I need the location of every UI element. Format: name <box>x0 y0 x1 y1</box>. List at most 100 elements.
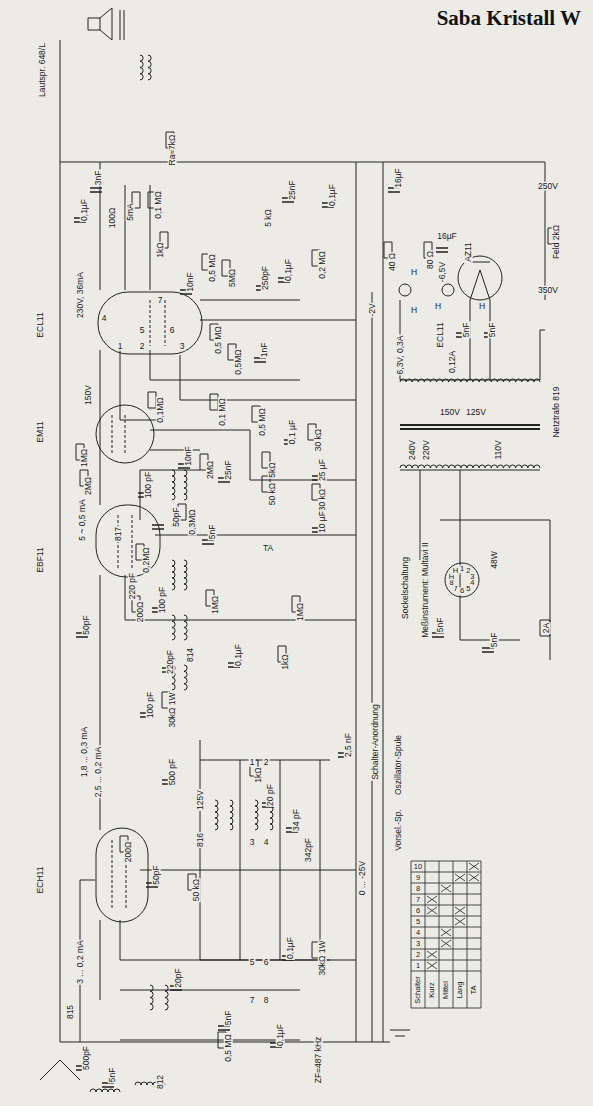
capacitor-symbol <box>218 1026 230 1030</box>
part-label: 2,5 ... 0,2 mA <box>94 746 103 799</box>
coil-symbol <box>150 985 153 1010</box>
part-label: 2 <box>263 758 270 767</box>
coil-symbol <box>172 615 175 640</box>
coil-symbol <box>165 985 168 1010</box>
part-label: 5nF <box>224 1010 233 1027</box>
part-label: 5 <box>415 918 421 926</box>
part-label: 220pF <box>166 649 175 675</box>
part-label: 5kΩ <box>268 461 277 478</box>
part-label: -2V <box>368 302 377 317</box>
part-label: 1 <box>415 962 421 970</box>
part-label: 5nF <box>462 322 471 339</box>
part-label: EBF11 <box>36 546 45 573</box>
part-label: 250pF <box>261 265 270 291</box>
part-label: 100 pF <box>158 586 167 614</box>
coil-symbol <box>90 1089 120 1092</box>
part-label: 5nF <box>208 524 217 541</box>
part-label: 0,2 MΩ <box>318 250 327 280</box>
part-label: 1MΩ <box>80 448 89 468</box>
part-label: 4 <box>101 314 108 323</box>
coil-symbol <box>172 470 175 500</box>
part-label: 0,5 MΩ <box>214 325 223 355</box>
part-label: 4 <box>263 838 270 847</box>
part-label: 0,1µF <box>276 1023 285 1047</box>
part-label: 817 <box>114 526 123 542</box>
capacitor-symbol <box>254 358 266 362</box>
components <box>74 55 556 1092</box>
part-label: 8 <box>263 996 270 1005</box>
part-label: H <box>434 302 442 311</box>
part-label: 110V <box>494 439 503 460</box>
capacitor-symbol <box>102 1083 114 1087</box>
part-label: 150V <box>439 408 461 417</box>
part-label: 30kΩ 1W <box>318 939 327 976</box>
capacitor-symbol <box>436 248 448 252</box>
part-label: 1 <box>249 758 256 767</box>
part-label: 1kΩ <box>281 653 290 670</box>
table-grid <box>411 861 481 1008</box>
coil-symbol <box>184 615 187 640</box>
part-label: 0,1 MΩ <box>218 397 227 427</box>
coil-symbol <box>400 465 540 468</box>
part-label: 8 <box>448 580 454 588</box>
socket-circle <box>445 563 479 597</box>
part-label: 9 <box>415 874 421 882</box>
tube-em11 <box>96 405 154 463</box>
part-label: H <box>410 268 418 277</box>
part-label: 40 Ω <box>388 252 397 272</box>
part-label: 20 pF <box>266 783 275 807</box>
part-label: Vorsel.-Sp. <box>394 808 403 852</box>
coil-symbol <box>184 560 187 590</box>
part-label: 5nF <box>108 1067 117 1084</box>
part-label: 0,1µF <box>328 183 337 207</box>
part-label: 6 <box>415 907 421 915</box>
coil-symbol <box>140 55 143 80</box>
part-label: 10nF <box>186 271 195 292</box>
part-label: 5 <box>249 958 256 967</box>
part-label: 2,5 nF <box>344 732 353 758</box>
part-label: 7 <box>157 296 164 305</box>
part-label: Mittel <box>442 980 450 1000</box>
part-label: 0,1 MΩ <box>154 190 163 220</box>
part-label: Sockelschaltung <box>401 556 410 620</box>
part-label: ECH11 <box>36 866 45 895</box>
part-label: 0,12A <box>448 350 457 374</box>
part-label: 500pF <box>82 1045 91 1071</box>
part-label: 816 <box>196 832 205 848</box>
part-label: Netztrafo 819 <box>552 385 561 438</box>
part-label: 2 <box>139 342 146 351</box>
coil-symbol <box>215 800 218 830</box>
part-label: 7 <box>415 896 421 904</box>
part-label: 3 <box>179 342 186 351</box>
part-label: 100Ω <box>108 207 117 230</box>
part-label: 5nF <box>490 632 499 649</box>
part-label: 0,3MΩ <box>188 508 197 535</box>
part-label: 100 pF <box>146 691 155 719</box>
part-label: 6 <box>459 587 465 595</box>
part-label: 350V <box>537 286 559 295</box>
part-label: 342pF <box>304 837 313 863</box>
part-label: 25nF <box>288 179 297 200</box>
part-label: Feld 2kΩ <box>552 224 561 260</box>
part-label: Ra≈7kΩ <box>168 134 177 167</box>
part-label: 200Ω <box>124 841 133 864</box>
part-label: 5 ~ 0,5 mA <box>78 498 87 541</box>
part-label: 230V, 36mA <box>76 271 85 319</box>
part-label: 30 kΩ <box>314 428 323 452</box>
part-label: Lang <box>456 981 464 1000</box>
part-label: H <box>452 567 459 575</box>
tube-ebf11 <box>96 505 160 577</box>
part-label: 5MΩ <box>228 268 237 288</box>
part-label: 5mA <box>126 202 135 221</box>
part-label: 6 <box>169 326 176 335</box>
part-label: 34 pF <box>292 808 301 832</box>
part-label: ZF=487 kHz <box>314 1036 323 1085</box>
part-label: 0,5 MΩ <box>208 253 217 283</box>
part-label: -6,5V <box>438 261 447 283</box>
part-label: 125V <box>465 408 487 417</box>
capacitor-symbol <box>202 540 214 544</box>
part-label: 150V <box>84 384 93 406</box>
part-label: 50pF <box>172 506 181 527</box>
part-label: 16µF <box>436 232 458 241</box>
